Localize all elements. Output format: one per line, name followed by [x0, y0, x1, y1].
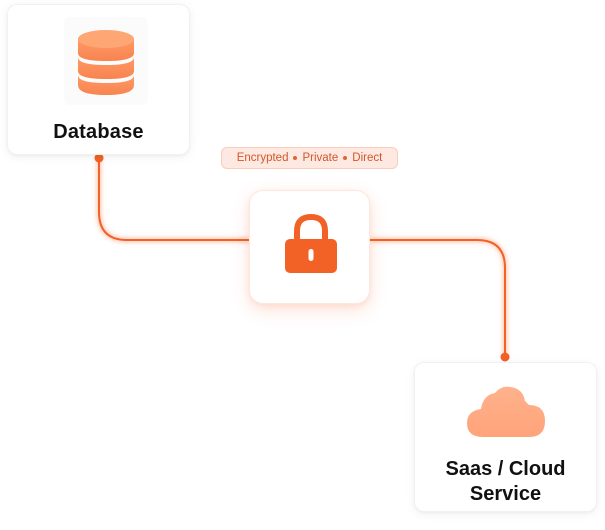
connector-dot-cloud [500, 352, 510, 362]
bullet-dot [293, 156, 298, 160]
cloud-service-card[interactable]: Saas / Cloud Service [414, 362, 597, 512]
security-badge: Encrypted Private Direct [221, 147, 398, 169]
cloud-service-label-line1: Saas / Cloud [445, 458, 566, 480]
lock-icon [283, 213, 339, 275]
database-icon [64, 17, 148, 105]
badge-item-direct: Direct [352, 152, 383, 164]
cloud-icon [461, 381, 551, 445]
database-card[interactable]: Database [7, 4, 190, 155]
badge-item-encrypted: Encrypted [236, 152, 289, 164]
cloud-service-label: Saas / Cloud Service [415, 457, 596, 507]
bullet-dot [343, 156, 348, 160]
database-label: Database [53, 121, 144, 143]
connector-database-to-lock [98, 158, 250, 241]
badge-item-private: Private [302, 152, 339, 164]
connector-lock-to-cloud [370, 239, 506, 357]
cloud-service-label-line2: Service [469, 483, 542, 505]
lock-card[interactable] [249, 190, 370, 304]
